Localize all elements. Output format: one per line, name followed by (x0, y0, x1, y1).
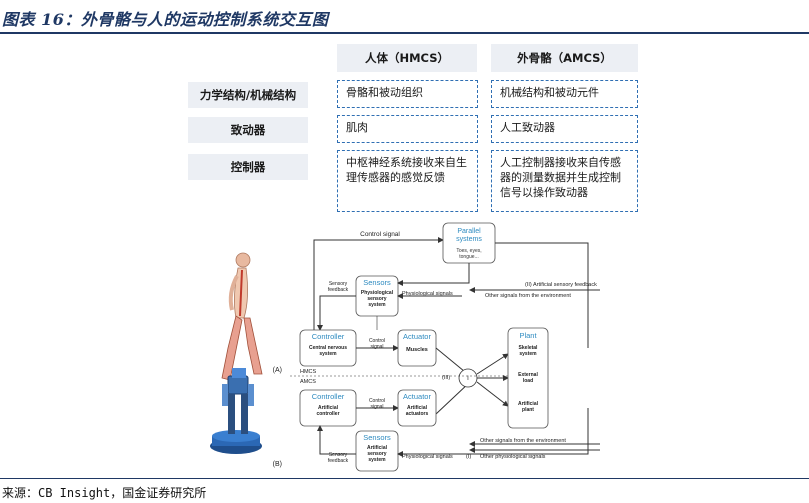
exoskeleton-robot-illustration (210, 368, 262, 454)
controller-bottom-title: Controller (312, 392, 345, 401)
cell-exo-actuator: 人工致动器 (491, 115, 638, 143)
figure-title: 图表 16：外骨骼与人的运动控制系统交互图 (2, 10, 329, 29)
cell-human-actuator: 肌肉 (337, 115, 478, 143)
title-rule (0, 32, 809, 34)
actuator-top-title: Actuator (403, 332, 431, 341)
actuator-top-sub: Muscles (406, 347, 428, 353)
footer-rule (0, 478, 809, 479)
cell-exo-controller: 人工控制器接收来自传感器的测量数据并生成控制信号以操作致动器 (491, 150, 638, 212)
mark-iii: (III) (442, 375, 450, 381)
artificial-sensory-feedback-label: (II) Artificial sensory feedback (525, 282, 597, 288)
mark-ii-bottom: (I) (466, 454, 471, 460)
row-label-actuator: 致动器 (188, 117, 308, 143)
physiological-signals-bottom-label: Physiological signals (402, 454, 453, 460)
hmcs-label: HMCS (300, 369, 317, 375)
plant-title: Plant (519, 331, 537, 340)
parallel-systems-sub: Toes, eyes,tongue... (456, 248, 481, 260)
sensors-bottom-title: Sensors (363, 433, 391, 442)
human-figure-illustration (221, 252, 263, 381)
cell-human-controller: 中枢神经系统接收来自生理传感器的感觉反馈 (337, 150, 478, 212)
actuator-bottom-title: Actuator (403, 392, 431, 401)
column-header-exo: 外骨骼（AMCS） (491, 44, 638, 72)
mark-i: I (467, 376, 469, 382)
amcs-label: AMCS (300, 379, 316, 385)
cell-exo-structure: 机械结构和被动元件 (491, 80, 638, 108)
column-header-human: 人体（HMCS） (337, 44, 477, 72)
source-note: 来源：CB Insight，国金证券研究所 (2, 486, 207, 500)
sensors-top-title: Sensors (363, 278, 391, 287)
label-b: (B) (273, 461, 282, 468)
cell-human-structure: 骨骼和被动组织 (337, 80, 478, 108)
other-physiological-label: Other physiological signals (480, 454, 546, 460)
other-signals-env-top-label: Other signals from the environment (485, 293, 571, 299)
physiological-signals-top-label: Physiological signals (402, 291, 453, 297)
control-signal-top-label: Control signal (360, 231, 400, 238)
label-a: (A) (273, 367, 282, 374)
row-label-structure: 力学结构/机械结构 (188, 82, 308, 108)
other-signals-env-bottom-label: Other signals from the environment (480, 438, 566, 444)
row-label-controller: 控制器 (188, 154, 308, 180)
controller-top-title: Controller (312, 332, 345, 341)
